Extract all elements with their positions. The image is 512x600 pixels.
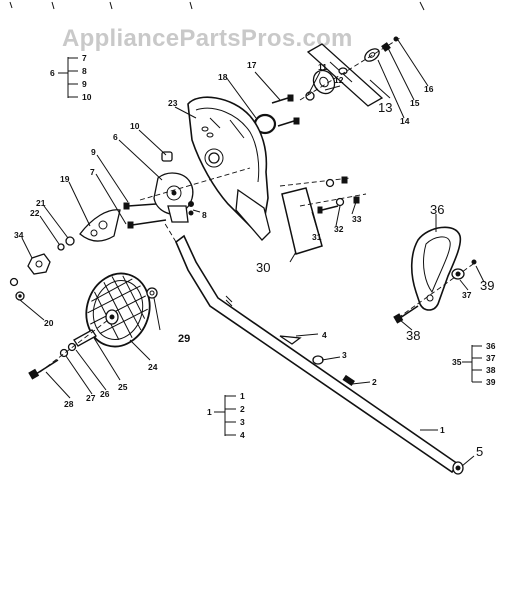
callout-35: 35 (452, 357, 462, 367)
callout-39: 39 (480, 278, 494, 293)
group-35-item-39: 39 (486, 377, 496, 387)
callout-9: 9 (91, 147, 96, 157)
callout-5: 5 (476, 444, 483, 459)
cover-19 (79, 209, 121, 242)
callout-22: 22 (30, 208, 40, 218)
blade-hardware (299, 36, 401, 101)
wheel (85, 272, 151, 348)
knob-34 (27, 253, 51, 275)
callout-1: 1 (440, 425, 445, 435)
callout-32: 32 (334, 224, 344, 234)
callout-7: 7 (90, 167, 95, 177)
guard-hardware (317, 176, 360, 214)
screws-7-9 (123, 202, 167, 229)
callout-19: 19 (60, 174, 70, 184)
callout-12: 12 (334, 75, 344, 85)
group-1-item-1: 1 (240, 391, 245, 401)
shaft (163, 221, 464, 475)
callout-31: 31 (312, 232, 322, 242)
callout-26: 26 (100, 389, 110, 399)
small-parts-20 (9, 277, 25, 301)
group-35-item-36: 36 (486, 341, 496, 351)
callout-29: 29 (178, 333, 190, 345)
callout-numbers: 17 18 23 10 6 9 7 8 19 21 22 34 20 29 24… (14, 60, 494, 459)
group-bracket-35: 35 36 37 38 39 (452, 341, 496, 387)
group-35-item-38: 38 (486, 365, 496, 375)
handle (410, 226, 462, 311)
callout-27: 27 (86, 393, 96, 403)
callout-28: 28 (64, 399, 74, 409)
top-edge-marks (9, 1, 425, 11)
callout-30: 30 (256, 260, 270, 275)
callout-24: 24 (148, 362, 158, 372)
callout-4: 4 (322, 330, 327, 340)
callout-10: 10 (130, 121, 140, 131)
callout-33: 33 (352, 214, 362, 224)
callout-16: 16 (424, 84, 434, 94)
callout-3: 3 (342, 350, 347, 360)
callout-13: 13 (378, 100, 392, 115)
washer-29 (146, 287, 158, 299)
group-35-item-37: 37 (486, 353, 496, 363)
callout-37: 37 (462, 290, 472, 300)
gear-assembly (139, 167, 251, 223)
group-1-item-3: 3 (240, 417, 245, 427)
callout-8: 8 (202, 210, 207, 220)
callout-18: 18 (218, 72, 228, 82)
callout-25: 25 (118, 382, 128, 392)
group-6-item-8: 8 (82, 66, 87, 76)
callout-15: 15 (410, 98, 420, 108)
bolts-17 (271, 94, 300, 127)
callout-6: 6 (50, 68, 55, 78)
callout-1-group: 1 (207, 407, 212, 417)
callout-21: 21 (36, 198, 46, 208)
guard-plate (279, 177, 367, 255)
group-1-item-4: 4 (240, 430, 245, 440)
watermark: AppliancePartsPros.com (62, 25, 353, 52)
axle-hardware (28, 319, 109, 380)
callout-11: 11 (318, 62, 327, 72)
callout-34: 34 (14, 230, 24, 240)
callout-2: 2 (372, 377, 377, 387)
shaft-labels-parts (279, 335, 355, 386)
group-1-item-2: 2 (240, 404, 245, 414)
group-bracket-6: 6 7 8 9 10 (50, 53, 92, 102)
blade-housing (187, 96, 271, 241)
callout-20: 20 (44, 318, 54, 328)
callout-38: 38 (406, 328, 420, 343)
callout-14: 14 (400, 116, 410, 126)
handle-hardware (393, 259, 477, 324)
callout-23: 23 (168, 98, 178, 108)
group-6-item-9: 9 (82, 79, 87, 89)
group-6-item-10: 10 (82, 92, 92, 102)
callout-6-part: 6 (113, 132, 118, 142)
callout-36: 36 (430, 202, 444, 217)
callout-17: 17 (247, 60, 257, 70)
group-6-item-7: 7 (82, 53, 87, 63)
group-bracket-1: 1 1 2 3 4 (207, 391, 245, 440)
leader-lines (19, 39, 485, 467)
washers-21-22 (57, 236, 75, 251)
